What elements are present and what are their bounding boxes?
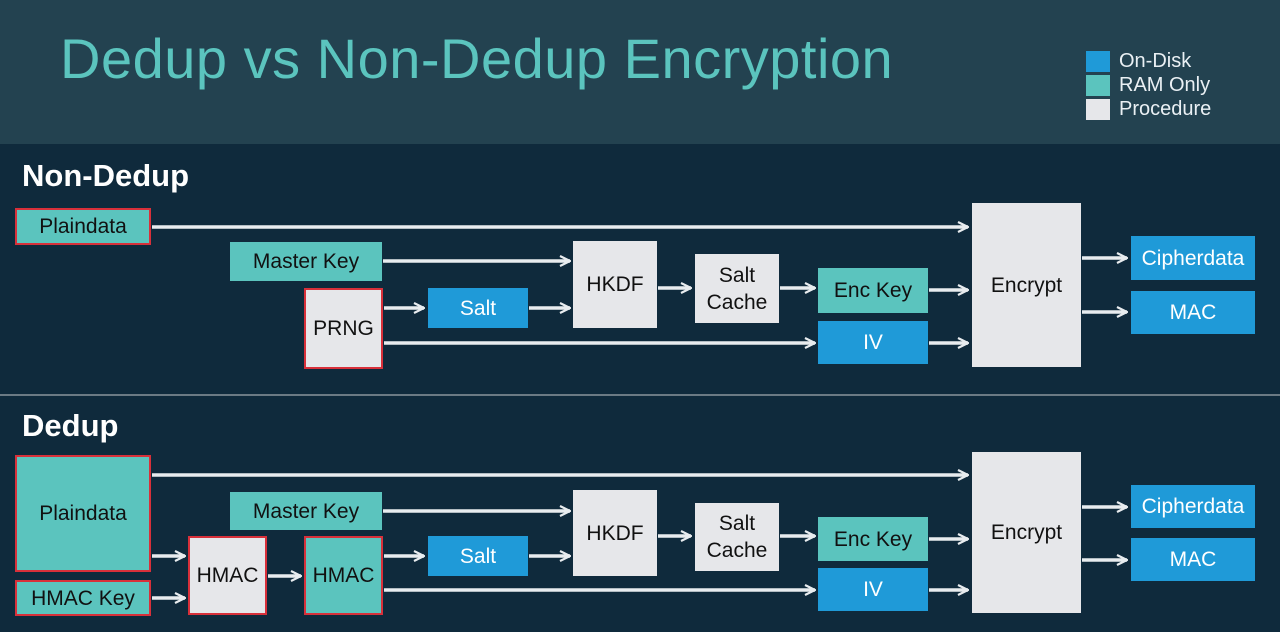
legend-item-ram-only: RAM Only [1086,73,1211,97]
nd-master-key-label: Master Key [252,250,360,273]
nd-prng-box: PRNG [304,288,383,369]
nd-hkdf-label: HKDF [586,273,644,296]
non-dedup-section-title: Non-Dedup [22,158,190,193]
nd-cipherdata-label: Cipherdata [1141,246,1245,270]
d-encrypt-box: Encrypt [972,452,1081,613]
nd-plaindata-label: Plaindata [39,215,127,238]
nd-enc-key-label: Enc Key [833,279,913,302]
d-cipherdata-label: Cipherdata [1141,495,1245,518]
d-mac-box: MAC [1131,538,1255,581]
title-bar: Dedup vs Non-Dedup Encryption On-Disk RA… [0,0,1280,144]
nd-iv-label: IV [863,331,883,354]
legend-item-on-disk: On-Disk [1086,49,1211,73]
d-hmac-key-label: HMAC Key [31,586,135,610]
nd-enc-key-box: Enc Key [818,268,928,313]
dedup-section-title: Dedup [22,408,119,443]
d-plaindata-label: Plaindata [39,502,127,525]
d-hkdf-box: HKDF [573,490,657,576]
d-salt-cache-box: Salt Cache [695,503,779,571]
d-hkdf-label: HKDF [586,521,644,545]
nd-iv-box: IV [818,321,928,364]
d-cipherdata-box: Cipherdata [1131,485,1255,528]
nd-salt-box: Salt [428,288,528,328]
d-hmac-procedure-box: HMAC [188,536,267,615]
legend-swatch-ram-only [1086,74,1110,96]
legend-label-ram-only: RAM Only [1119,73,1211,96]
nd-salt-label: Salt [459,296,497,320]
d-master-key-box: Master Key [230,492,382,530]
d-enc-key-box: Enc Key [818,517,928,561]
nd-salt-cache-box: Salt Cache [695,254,779,323]
legend-label-on-disk: On-Disk [1119,49,1192,72]
section-divider [0,394,1280,396]
d-master-key-label: Master Key [252,499,360,523]
d-mac-label: MAC [1169,548,1217,571]
d-salt-cache-label: Salt Cache [706,512,768,562]
nd-hkdf-box: HKDF [573,241,657,328]
legend-swatch-procedure [1086,98,1110,120]
nd-master-key-box: Master Key [230,242,382,281]
nd-plaindata-box: Plaindata [15,208,151,245]
d-salt-box: Salt [428,536,528,576]
nd-cipherdata-box: Cipherdata [1131,236,1255,280]
d-hmac-key-box: HMAC Key [15,580,151,616]
d-plaindata-box: Plaindata [15,455,151,572]
d-enc-key-label: Enc Key [833,527,913,551]
nd-prng-label: PRNG [313,317,374,340]
nd-mac-label: MAC [1169,301,1217,324]
legend-swatch-on-disk [1086,50,1110,72]
d-hmac-value-box: HMAC [304,536,383,615]
nd-salt-cache-label: Salt Cache [706,263,768,314]
d-hmac-procedure-label: HMAC [196,564,259,587]
legend: On-Disk RAM Only Procedure [1086,49,1211,121]
d-salt-label: Salt [459,544,497,568]
nd-mac-box: MAC [1131,291,1255,334]
d-iv-box: IV [818,568,928,611]
nd-encrypt-box: Encrypt [972,203,1081,367]
slide-title: Dedup vs Non-Dedup Encryption [60,27,894,90]
nd-encrypt-label: Encrypt [990,273,1063,297]
d-encrypt-label: Encrypt [990,521,1063,544]
d-hmac-value-label: HMAC [312,564,375,587]
d-iv-label: IV [863,578,883,601]
legend-item-procedure: Procedure [1086,97,1211,121]
legend-label-procedure: Procedure [1119,97,1212,120]
